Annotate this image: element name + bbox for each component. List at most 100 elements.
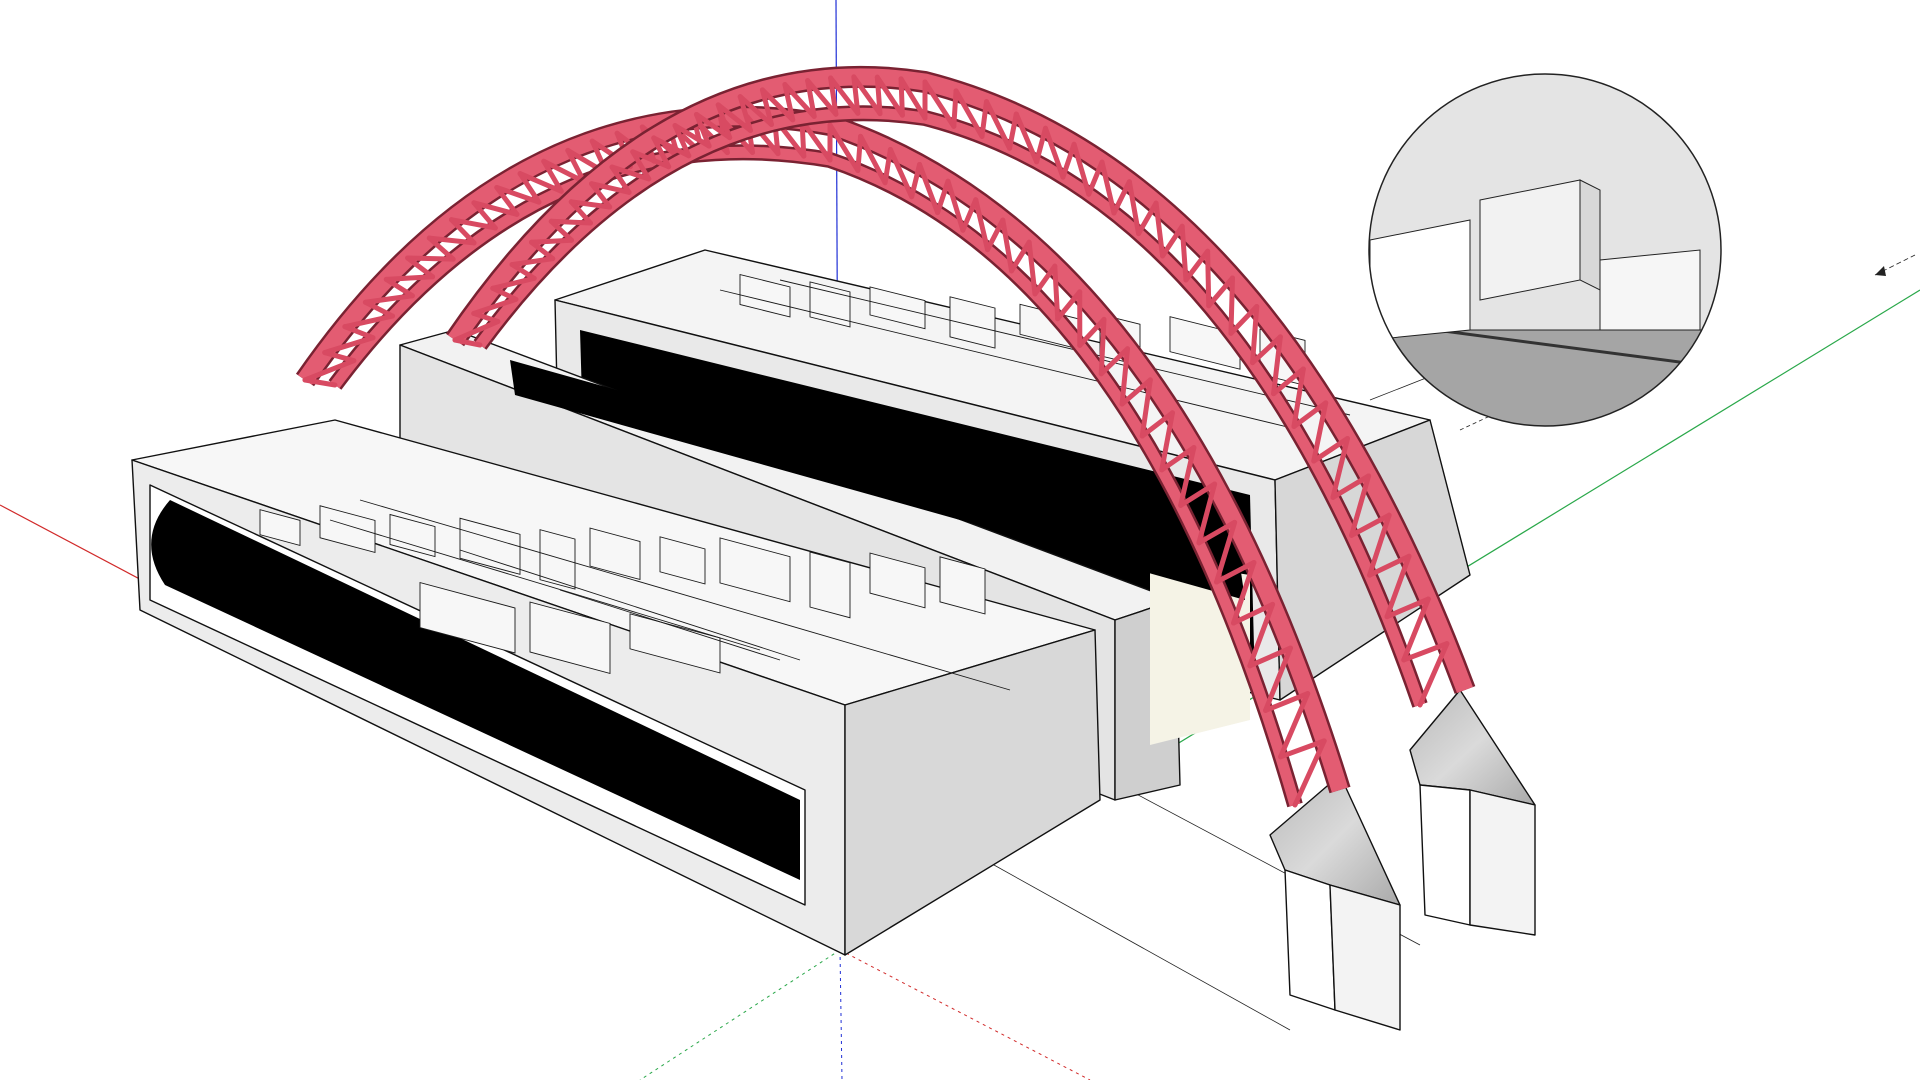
truss-member [909,161,923,200]
truss-member [362,293,415,305]
truss-member [568,199,613,210]
truss-member [529,237,574,245]
truss-member [448,217,498,231]
detail-inset-magnifier-detail-inset-icon[interactable] [1360,70,1916,440]
truss-member [589,181,632,195]
truss-member [985,217,1006,253]
truss-member [548,218,593,226]
truss-member [882,147,893,186]
truss-member [1026,239,1038,297]
truss-member [693,111,712,149]
truss-member [851,74,883,117]
truss-member [1292,738,1327,808]
truss-member [651,135,692,159]
truss-member [1099,159,1117,216]
truss-member [322,335,376,356]
truss-member [1263,691,1311,713]
truss-member [302,377,338,388]
truss-member [1311,435,1350,464]
truss-member [1271,366,1306,397]
truss-member [1401,641,1450,663]
truss-member [342,324,376,341]
truss-member [922,79,957,129]
truss-member [490,285,519,302]
truss-member [1349,473,1372,538]
truss-member [759,87,774,127]
truss-member [855,133,864,173]
truss-member [1009,239,1032,274]
front-pier-face[interactable] [1284,869,1336,1011]
truss-member [405,255,436,280]
truss-member [494,184,520,217]
truss-member [471,200,498,231]
truss-member [362,299,395,319]
truss-member [672,123,712,149]
back-pier[interactable] [1409,689,1536,936]
truss-member [973,197,991,253]
truss-member [1196,481,1218,546]
truss-member [1159,410,1175,473]
truss-member [1271,334,1283,397]
section-arrowhead-icon [1875,266,1886,276]
front-box-side[interactable] [844,629,1101,956]
truss-member [1214,519,1238,585]
truss-member [1330,473,1372,500]
truss-member [1119,346,1130,407]
truss-member [342,313,395,330]
truss-member [1098,316,1107,377]
front-pier[interactable] [1269,774,1401,1031]
front-tunnel [151,500,801,880]
back-pier-face[interactable] [1419,784,1471,926]
truss-member [452,337,483,348]
truss-member [548,218,574,243]
truss-member [951,88,959,129]
truss-member [1139,377,1153,439]
truss-member [1111,179,1132,216]
truss-member [565,147,587,185]
truss-member [1000,217,1015,274]
truss-member [1060,141,1077,180]
green-axis-negative [639,949,841,1080]
truss-member [898,76,928,121]
back-arch[interactable] [445,65,1476,708]
truss-member [383,274,436,282]
truss-member [1291,400,1329,429]
truss-member [799,118,833,163]
truss-member [1077,316,1107,348]
front-city-detail [259,499,1011,691]
truss-member [1126,179,1142,237]
truss-member [1311,400,1329,464]
truss-member [1032,263,1058,297]
truss-member [1052,263,1061,322]
front-pier-side[interactable] [1329,884,1401,1031]
truss-member [979,99,989,139]
back-pier-side[interactable] [1469,789,1536,936]
back-arch-bottom-chord-fill [475,107,1426,707]
truss-member [983,99,1013,151]
truss-member [1042,125,1066,180]
truss-member [630,149,672,170]
truss-member [1178,481,1218,508]
truss-member [1160,223,1185,259]
truss-member [1330,435,1350,500]
truss-member [517,171,542,205]
truss-member [509,262,537,281]
truss-member [541,158,564,194]
truss-member [827,122,861,173]
truss-member [1231,601,1276,626]
truss-member [1384,596,1431,620]
truss-member [1349,512,1392,538]
truss-member [1291,366,1306,429]
truss-member [517,171,564,194]
truss-member [448,217,477,246]
truss-member [715,102,753,133]
red-axis-negative [839,949,1091,1080]
truss-member [529,239,556,262]
truss-member [693,111,733,141]
truss-member [1086,159,1105,197]
truss-member [1119,377,1153,407]
truss-member [874,74,905,118]
truss-member [828,75,839,117]
